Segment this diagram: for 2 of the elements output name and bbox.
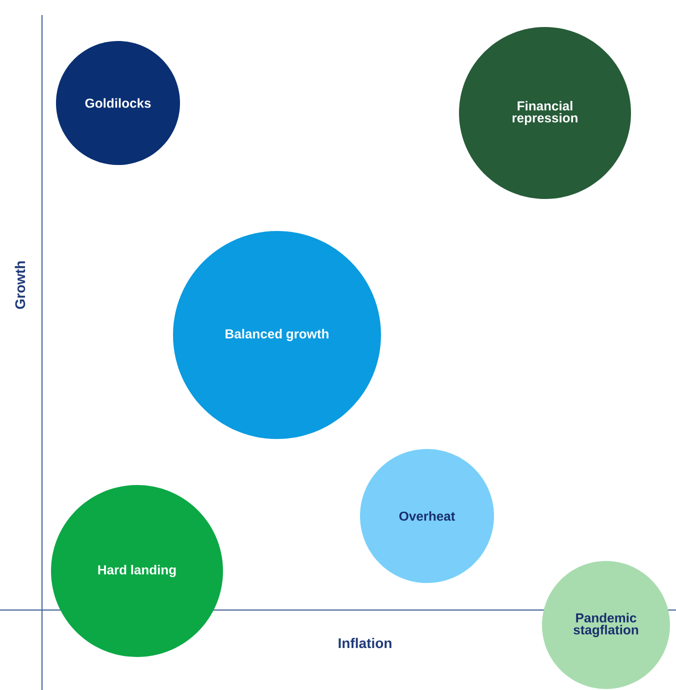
axis-label: Growth [14, 261, 26, 309]
axis-label: Inflation [338, 638, 392, 648]
